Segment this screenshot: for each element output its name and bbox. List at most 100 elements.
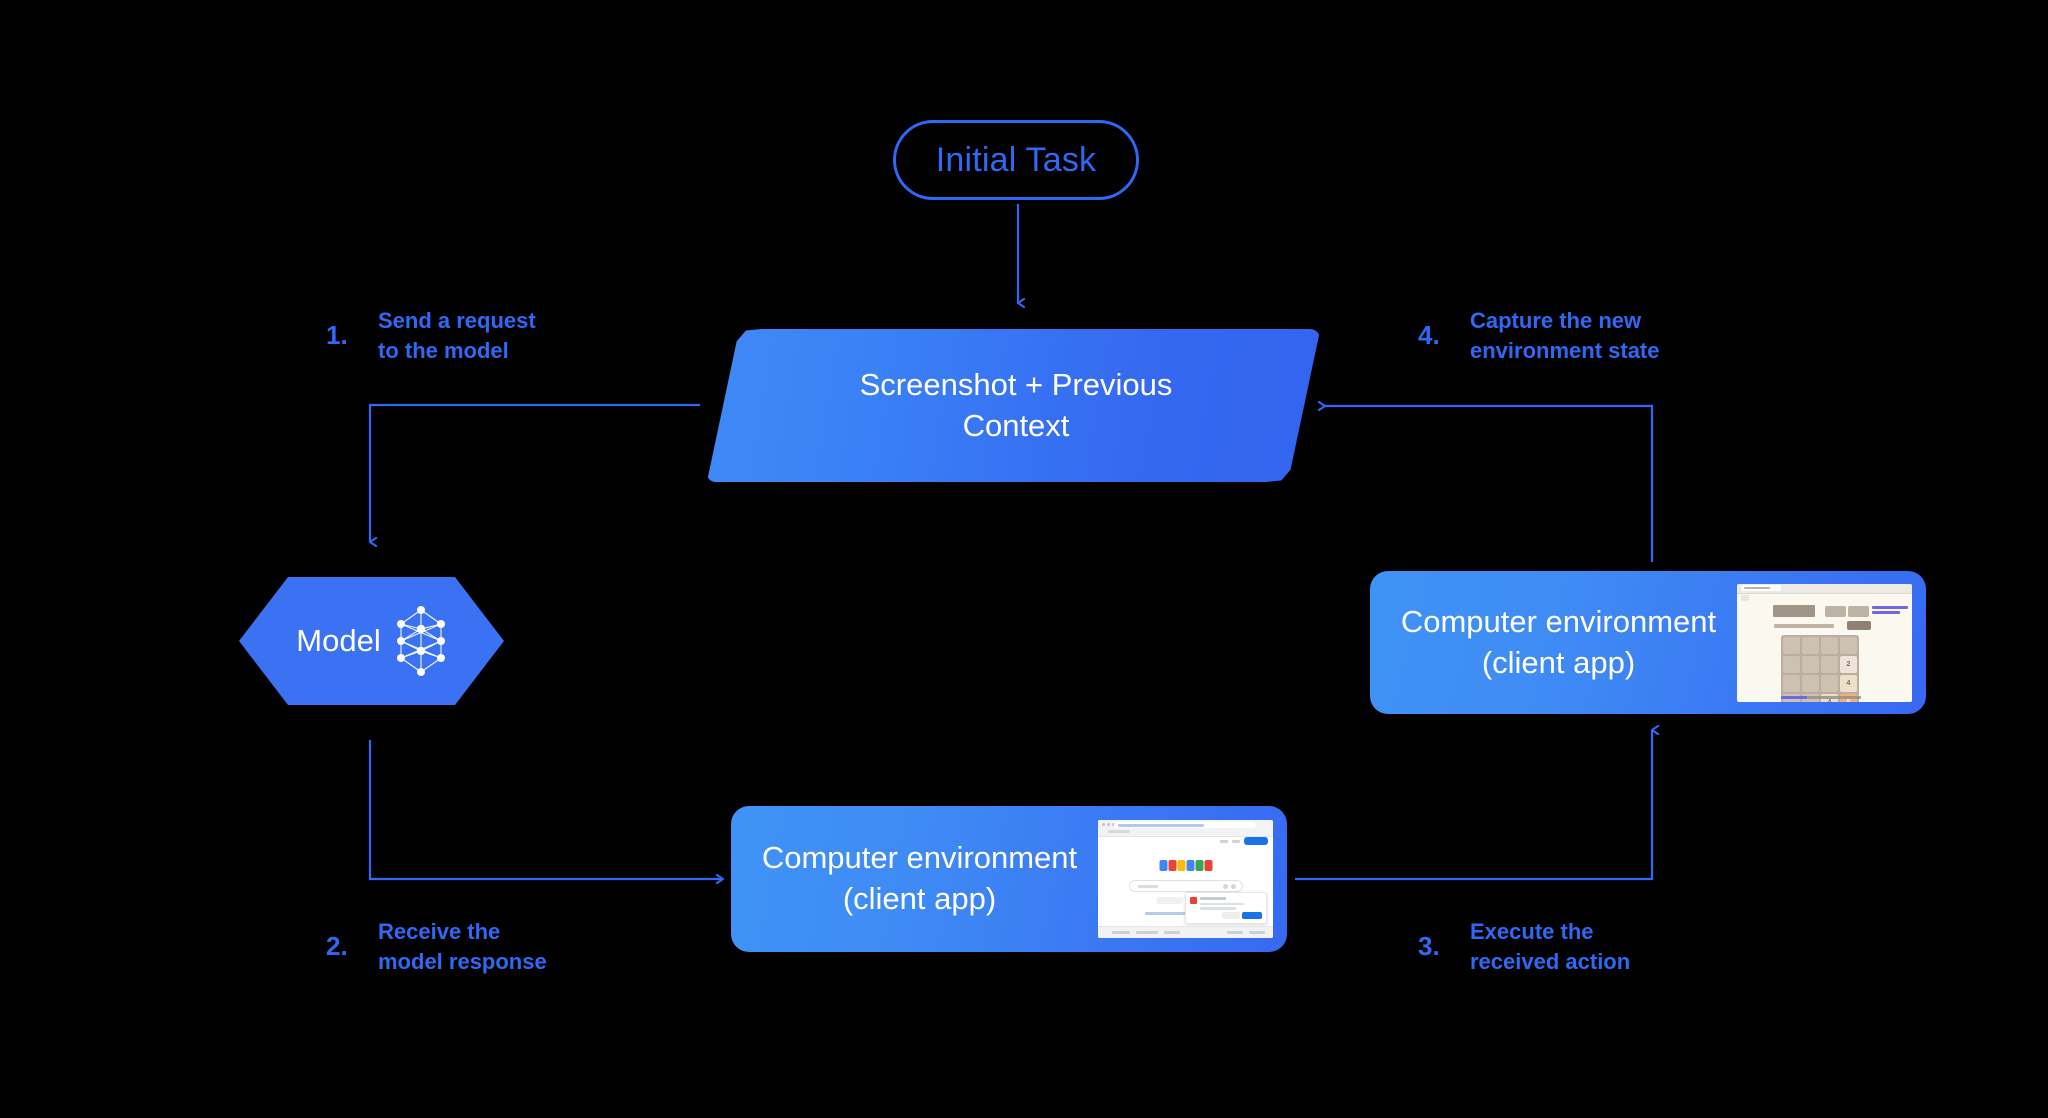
new-game-button <box>1847 620 1871 630</box>
context-node-line1: Screenshot + Previous <box>859 366 1173 402</box>
initial-task-label: Initial Task <box>935 140 1097 179</box>
browser-titlebar <box>1737 583 1912 594</box>
forward-icon <box>1107 823 1110 826</box>
env-card-top-right-line2: (client app) <box>1481 644 1636 680</box>
tile <box>1821 636 1838 654</box>
step-2-number: 2. <box>326 931 348 962</box>
env-card-bottom-line1: Computer environment <box>761 840 1078 876</box>
tile <box>1783 674 1800 692</box>
model-node-content: Model <box>239 577 504 705</box>
context-node: Screenshot + Previous Context <box>706 329 1320 482</box>
dialog-primary-button <box>1242 912 1262 919</box>
logo-letter <box>1186 860 1194 871</box>
logo-letter <box>1204 860 1212 871</box>
score-box <box>1825 605 1846 617</box>
browser-address-bar <box>1741 594 1749 601</box>
step-3: 3. Execute the received action <box>1418 917 1630 976</box>
dialog-icon <box>1190 897 1197 904</box>
tile-value: 2 <box>1846 660 1851 668</box>
footer-link <box>1249 931 1265 934</box>
logo-letter <box>1159 860 1167 871</box>
tile <box>1783 655 1800 673</box>
logo-letter <box>1168 860 1176 871</box>
thumbnail-2048-game: 2 4 4 8 <box>1737 583 1912 702</box>
browser-url-text <box>1118 823 1204 827</box>
tile-value: 4 <box>1821 694 1838 702</box>
google-logo-icon <box>1159 860 1212 871</box>
game-board: 2 4 4 8 <box>1781 634 1859 702</box>
tile-value: 4 <box>1846 679 1851 687</box>
google-search-input <box>1128 880 1243 892</box>
google-header-right <box>1220 837 1268 845</box>
env-card-top-right-line1: Computer environment <box>1400 603 1717 639</box>
browser-tab-strip <box>1108 830 1130 833</box>
footer-link <box>1227 931 1243 934</box>
browser-dialog <box>1185 892 1267 924</box>
context-node-shape <box>707 329 1320 482</box>
wire-env-topright-to-context <box>1317 400 1654 562</box>
env-card-bottom-line2: (client app) <box>842 881 997 916</box>
step-4: 4. Capture the new environment state <box>1418 306 1660 365</box>
game-link-2 <box>1872 610 1900 614</box>
dialog-body-line-1 <box>1200 902 1244 905</box>
step-1-number: 1. <box>326 320 348 351</box>
step-4-number: 4. <box>1418 320 1440 351</box>
tile <box>1821 674 1838 692</box>
tile <box>1802 636 1819 654</box>
env-card-bottom-label: Computer environment (client app) <box>731 838 1098 920</box>
best-score-box <box>1848 605 1869 617</box>
step-1: 1. Send a request to the model <box>326 306 536 365</box>
tile <box>1783 636 1800 654</box>
env-card-top-right: Computer environment (client app) <box>1370 571 1926 714</box>
step-4-text: Capture the new environment state <box>1470 308 1660 363</box>
tile <box>1840 636 1857 654</box>
reload-icon <box>1112 823 1115 826</box>
tile <box>1802 674 1819 692</box>
images-link <box>1232 839 1240 843</box>
game-footer-link <box>1781 695 1807 699</box>
dialog-body-line-2 <box>1200 907 1236 910</box>
game-link-1 <box>1872 605 1908 609</box>
back-icon <box>1102 823 1105 826</box>
model-node-shape <box>239 577 504 705</box>
tile-2: 2 <box>1840 655 1857 673</box>
logo-letter <box>1177 860 1185 871</box>
step-3-number: 3. <box>1418 931 1440 962</box>
initial-task-node: Initial Task <box>893 120 1139 200</box>
footer-link <box>1136 931 1158 934</box>
step-1-text: Send a request to the model <box>378 308 536 363</box>
context-node-label: Screenshot + Previous Context <box>706 329 1320 482</box>
thumbnail-google-search <box>1098 820 1273 938</box>
step-3-text: Execute the received action <box>1470 919 1631 974</box>
model-node: Model <box>239 577 504 705</box>
env-card-bottom: Computer environment (client app) <box>731 806 1287 952</box>
model-node-label: Model <box>296 623 381 658</box>
step-2: 2. Receive the model response <box>326 917 547 976</box>
gmail-link <box>1220 839 1228 843</box>
footer-link <box>1164 931 1180 934</box>
wire-context-to-model <box>368 403 700 542</box>
wire-env-bottom-to-env-topright <box>1295 724 1660 881</box>
game-subtitle <box>1774 623 1834 628</box>
search-input-icons <box>1222 884 1236 889</box>
tile <box>1802 655 1819 673</box>
game-logo <box>1773 604 1815 617</box>
sign-in-button <box>1244 837 1268 845</box>
game-footer <box>1781 695 1861 699</box>
browser-nav-buttons <box>1102 823 1115 826</box>
tile <box>1821 655 1838 673</box>
neural-network-icon <box>396 606 445 676</box>
env-card-top-right-label: Computer environment (client app) <box>1370 602 1737 684</box>
google-search-button <box>1156 897 1182 904</box>
microphone-icon <box>1222 884 1228 889</box>
search-input-text <box>1137 884 1158 888</box>
tile-value: 8 <box>1840 694 1857 702</box>
camera-icon <box>1230 884 1236 889</box>
dialog-title <box>1200 897 1226 900</box>
dialog-secondary-button <box>1222 912 1240 919</box>
game-header <box>1773 604 1908 620</box>
tile-4: 4 <box>1840 674 1857 692</box>
google-footer <box>1098 926 1273 938</box>
footer-link <box>1112 931 1130 934</box>
